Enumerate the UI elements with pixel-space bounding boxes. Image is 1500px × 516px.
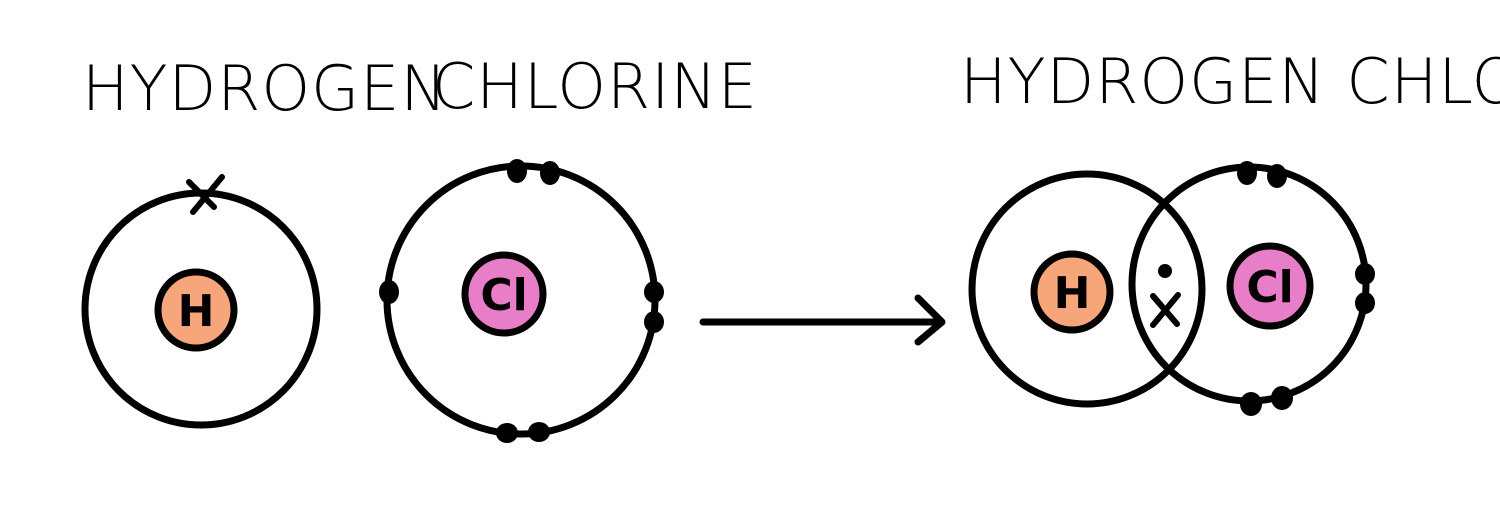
shared-electron-cross [1150, 292, 1181, 328]
hydrogen-chloride-molecule: H Cl [968, 161, 1375, 416]
product-hydrogen-nucleus [1030, 250, 1114, 334]
electron-dot [644, 311, 664, 333]
cross-icon [190, 174, 225, 215]
electron-dot [496, 423, 518, 443]
hydrogen-symbol: H [178, 286, 215, 337]
chlorine-nucleus [461, 251, 547, 337]
electron-dot [1237, 161, 1257, 185]
product-hydrogen-shell [968, 170, 1206, 408]
electron-dot [540, 161, 560, 185]
cross-icon [1150, 292, 1181, 328]
shared-electron-dot [1158, 264, 1172, 278]
electron-dot [1271, 386, 1293, 410]
electron-dot [379, 280, 399, 304]
chlorine-label: CHLORINE [432, 50, 758, 123]
electron-dot [1355, 263, 1375, 285]
hydrogen-nucleus [154, 268, 238, 352]
right-arrow-icon [699, 294, 946, 346]
cross-icon [186, 179, 217, 210]
chlorine-atom: Cl [379, 159, 664, 443]
hydrogen-label: HYDROGEN [82, 52, 448, 125]
chlorine-symbol: Cl [480, 270, 527, 321]
electron-dot [528, 422, 550, 442]
electron-dot [1355, 292, 1375, 314]
arrow-head [914, 294, 946, 346]
product-chlorine-symbol: Cl [1246, 262, 1293, 313]
hydrogen-electron-cross [186, 174, 225, 215]
electron-dot [507, 159, 527, 183]
product-chlorine-nucleus [1226, 242, 1314, 330]
electron-dot [644, 281, 664, 303]
electron-dot [1267, 164, 1287, 188]
hydrogen-atom: H [81, 174, 321, 429]
hydrogen-chloride-label: HYDROGEN CHLORIDE [960, 45, 1500, 118]
product-hydrogen-symbol: H [1054, 268, 1091, 319]
electron-dot [1240, 392, 1262, 416]
